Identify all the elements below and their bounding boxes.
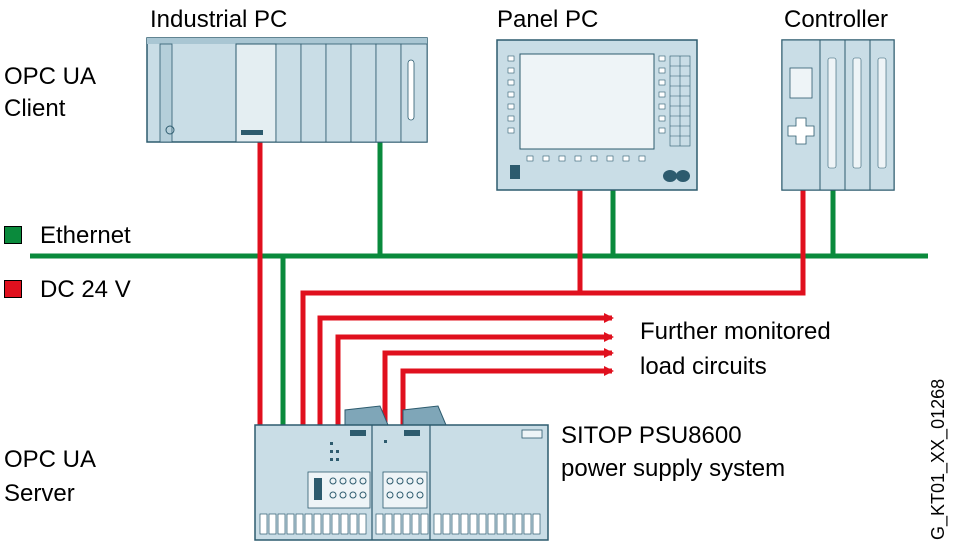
further-circuits-label-line2: load circuits xyxy=(640,353,767,380)
dc24v-panel-controller xyxy=(300,190,806,425)
opc-client-label-line2: Client xyxy=(4,95,66,122)
legend-ethernet-label: Ethernet xyxy=(40,222,131,249)
sitop-psu8600-device xyxy=(254,405,549,541)
dc24v-arrow-2 xyxy=(335,332,614,425)
industrial-pc-title: Industrial PC xyxy=(150,6,288,33)
legend-dc24v-label: DC 24 V xyxy=(40,276,131,303)
dc24v-arrow-3 xyxy=(382,348,614,425)
panel-pc-device xyxy=(496,39,698,191)
sitop-label-line1: SITOP PSU8600 xyxy=(561,422,742,449)
sitop-label-line2: power supply system xyxy=(561,455,786,482)
legend-ethernet-swatch xyxy=(4,226,22,244)
dc24v-arrow-4 xyxy=(400,366,614,425)
dc24v-arrow-1 xyxy=(317,313,614,425)
panel-pc-title: Panel PC xyxy=(497,6,599,33)
controller-device xyxy=(781,39,895,191)
legend-dc24v-swatch xyxy=(4,280,22,298)
opc-client-label-line1: OPC UA xyxy=(4,63,97,90)
industrial-pc-device xyxy=(146,37,428,143)
further-circuits-label-line1: Further monitored xyxy=(640,318,831,345)
opc-server-label-line1: OPC UA xyxy=(4,446,97,473)
opc-server-label-line2: Server xyxy=(4,480,75,507)
controller-title: Controller xyxy=(784,6,889,33)
